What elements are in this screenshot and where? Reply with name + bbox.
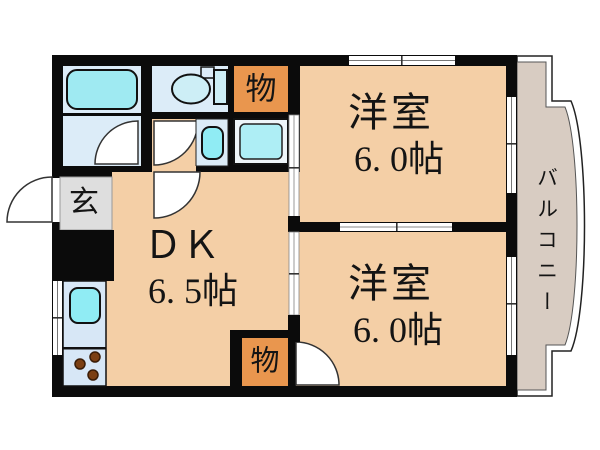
kitchen-counter: [62, 280, 107, 387]
bedroom2-door-swing-icon: [295, 341, 340, 386]
washroom-door-swing-icon: [94, 120, 139, 165]
window-icon: [507, 257, 516, 355]
room-label-western-top: 洋室: [348, 90, 434, 135]
room-label-western-bottom: 洋室: [348, 261, 434, 306]
kitchen-sink-icon: [69, 287, 101, 324]
dk-door-swing-icon: [153, 171, 201, 219]
sliding-door-icon: [288, 231, 300, 316]
entrance-doorway-gap: [52, 178, 61, 222]
entrance-door-swing-icon: [6, 176, 53, 223]
storage-bottom-block: [230, 330, 296, 386]
storage-top-box: [234, 66, 288, 112]
shoe-cabinet-block: [52, 230, 114, 281]
inter-room-wall: [300, 222, 506, 232]
room-size-dk: 6. 5帖: [147, 271, 239, 311]
room-label-storage-top: 物: [245, 71, 277, 107]
window-icon: [53, 281, 62, 355]
entrance-floor: [59, 176, 113, 231]
balcony-floor: [516, 61, 578, 391]
window-icon: [349, 56, 455, 65]
storage-bottom-box: [242, 338, 288, 386]
stove-burner-icon: [74, 351, 101, 381]
washbasin-icon: [201, 126, 224, 160]
sliding-door-icon: [288, 114, 300, 218]
washing-machine-icon: [239, 123, 283, 160]
room-label-entrance: 玄: [69, 186, 99, 219]
room-label-dk: ＤＫ: [143, 225, 221, 267]
bathtub-icon: [66, 69, 138, 110]
entrance-wall-top: [52, 166, 112, 177]
hall-dk-doorway: [152, 166, 196, 172]
central-partition: [288, 66, 300, 342]
room-size-western-top: 6. 0帖: [353, 139, 445, 179]
balcony: [516, 55, 586, 397]
window-icon: [507, 97, 516, 193]
toilet-icon: [171, 66, 228, 105]
sliding-door-icon: [340, 223, 452, 231]
room-label-storage-bottom: 物: [250, 345, 280, 378]
room-size-western-bottom: 6. 0帖: [352, 310, 444, 350]
room-label-balcony: バルコニー: [534, 166, 559, 322]
